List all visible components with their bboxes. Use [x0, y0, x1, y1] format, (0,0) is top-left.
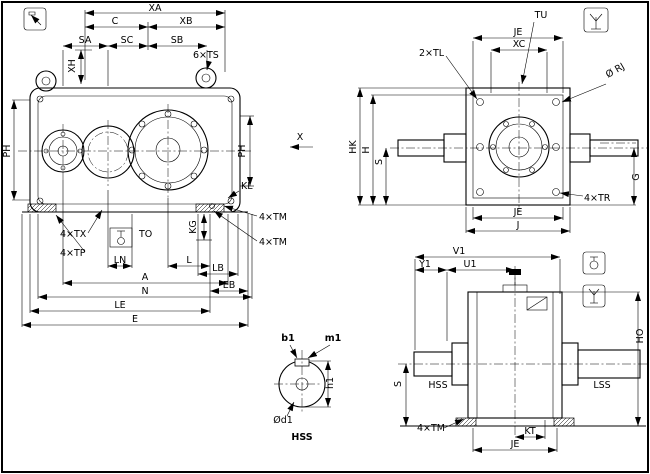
dim-label-sc: SC	[121, 35, 134, 46]
front-dimension-lines	[11, 10, 313, 328]
dim-label-kt: KT	[524, 426, 535, 437]
callout-label-tx: 4×TX	[60, 229, 87, 240]
side-view: TU JE XC 2×TL Ø RJ HK H S G 4×TR JE J	[348, 7, 648, 234]
dim-label-xc: XC	[513, 39, 526, 50]
oil-level-icon	[582, 251, 606, 275]
dim-label-e: E	[132, 314, 138, 325]
dim-label-ho: HO	[635, 329, 646, 344]
dim-label-g: G	[631, 173, 642, 180]
view-arrow-icon	[23, 7, 47, 31]
callout-label-tm-upper: 4×TM	[259, 212, 287, 223]
dim-label-sa: SA	[79, 35, 92, 46]
side-dimension-lines	[357, 21, 637, 234]
shaft-end-detail: b1 m1 h1 Ød1 HSS	[273, 333, 341, 443]
mounting-symbol-icon	[583, 7, 609, 33]
dim-label-ln: LN	[114, 255, 126, 266]
callout-label-tp: 4×TP	[60, 248, 86, 259]
dim-label-kg: KG	[188, 220, 199, 234]
callout-label-tm-lateral: 4×TM	[417, 423, 445, 434]
lateral-dimension-lines	[403, 254, 641, 453]
dim-label-ph-right: PH	[237, 145, 248, 158]
housing-side-outline	[465, 87, 571, 206]
dim-label-y1: Y1	[418, 259, 431, 270]
dim-label-je-top: JE	[513, 27, 523, 38]
front-centerlines	[18, 104, 252, 198]
dim-label-je-lateral: JE	[510, 439, 520, 450]
dim-label-u1: U1	[464, 259, 477, 270]
dim-label-xh: XH	[67, 59, 78, 73]
dim-label-l: L	[186, 255, 192, 266]
dim-label-hk: HK	[348, 140, 359, 154]
lateral-centerlines	[398, 266, 648, 435]
label-hss-detail: HSS	[291, 432, 312, 443]
dim-label-s-lateral: S	[393, 381, 404, 387]
dim-label-v1: V1	[453, 246, 466, 257]
side-centerlines	[390, 82, 648, 212]
dim-label-xb: XB	[179, 16, 192, 27]
label-hss: HSS	[428, 380, 447, 391]
callout-label-tm-lower: 4×TM	[259, 237, 287, 248]
dim-label-je-bottom: JE	[513, 207, 523, 218]
dim-label-n: N	[141, 286, 148, 297]
housing-lateral-outline	[400, 269, 646, 427]
side-extension-lines	[358, 41, 636, 233]
front-labels: XA C XB SA SC SB XH 6×TS PH PH X KL KG 4…	[2, 3, 304, 325]
dim-label-h: H	[361, 146, 372, 153]
lateral-view: V1 Y1 U1 HO S HSS LSS 4×TM KT JE	[393, 246, 648, 453]
dim-label-m1: m1	[325, 333, 342, 344]
dim-label-xa: XA	[148, 3, 162, 14]
dim-label-le: LE	[114, 300, 125, 311]
dim-label-d1: Ød1	[273, 415, 293, 426]
dim-label-j: J	[516, 220, 520, 231]
callout-label-ts: 6×TS	[193, 50, 219, 61]
callout-label-to: TO	[138, 229, 152, 240]
dim-label-a: A	[142, 272, 149, 283]
lateral-labels: V1 Y1 U1 HO S HSS LSS 4×TM KT JE	[393, 246, 646, 450]
dim-label-lb: LB	[212, 263, 224, 274]
dim-label-eb: EB	[223, 280, 236, 291]
dim-label-b1: b1	[281, 333, 294, 344]
to-symbol-icon	[109, 227, 133, 248]
mounting-symbol-icon-2	[582, 284, 606, 308]
side-labels: TU JE XC 2×TL Ø RJ HK H S G 4×TR JE J	[348, 10, 642, 231]
front-view: XA C XB SA SC SB XH 6×TS PH PH X KL KG 4…	[2, 3, 313, 328]
axis-label-x: X	[297, 132, 304, 143]
callout-label-rj: Ø RJ	[604, 61, 627, 80]
detail-centerlines	[274, 350, 322, 414]
dim-label-h1: h1	[325, 377, 336, 389]
callout-label-tr: 4×TR	[584, 193, 611, 204]
dim-label-sb: SB	[171, 35, 184, 46]
dim-label-ph-left: PH	[2, 145, 13, 158]
dim-label-s-side: S	[374, 159, 385, 165]
housing-front-outline	[22, 67, 248, 213]
dim-label-c: C	[112, 16, 119, 27]
dim-label-kl: KL	[241, 181, 253, 192]
label-lss: LSS	[593, 380, 610, 391]
callout-label-tu: TU	[534, 10, 548, 21]
callout-label-tl: 2×TL	[419, 48, 445, 59]
detail-dimension-lines	[286, 344, 331, 417]
detail-labels: b1 m1 h1 Ød1 HSS	[273, 333, 341, 443]
lateral-extension-lines	[414, 259, 640, 452]
